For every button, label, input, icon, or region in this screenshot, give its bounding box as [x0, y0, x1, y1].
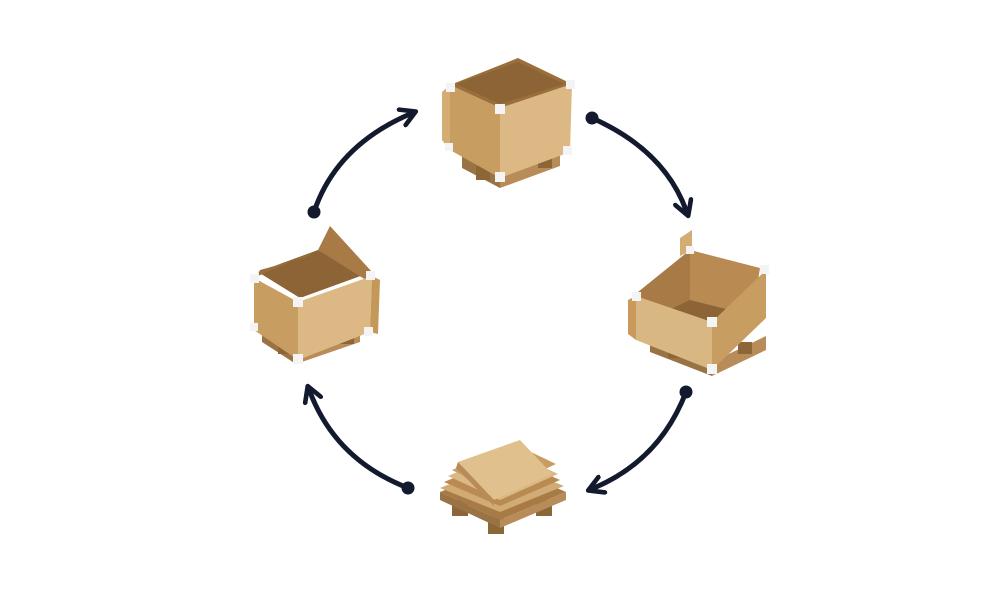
closed-crate-icon: [442, 58, 575, 188]
open-crate-icon: [628, 230, 769, 376]
arrow-closed-to-open: [585, 111, 687, 211]
arrow-open-to-flat: [594, 385, 693, 489]
crate-assembling-icon: [250, 226, 380, 364]
folded-crate-stack-icon: [440, 440, 566, 534]
curved-arrow-icon: [310, 392, 411, 491]
curved-arrow-icon: [311, 114, 410, 215]
curved-arrow-icon: [594, 389, 689, 488]
arrow-reassembling-to-closed: [307, 114, 411, 219]
arrow-flat-to-reassembling: [310, 392, 415, 495]
curved-arrow-icon: [589, 115, 686, 210]
